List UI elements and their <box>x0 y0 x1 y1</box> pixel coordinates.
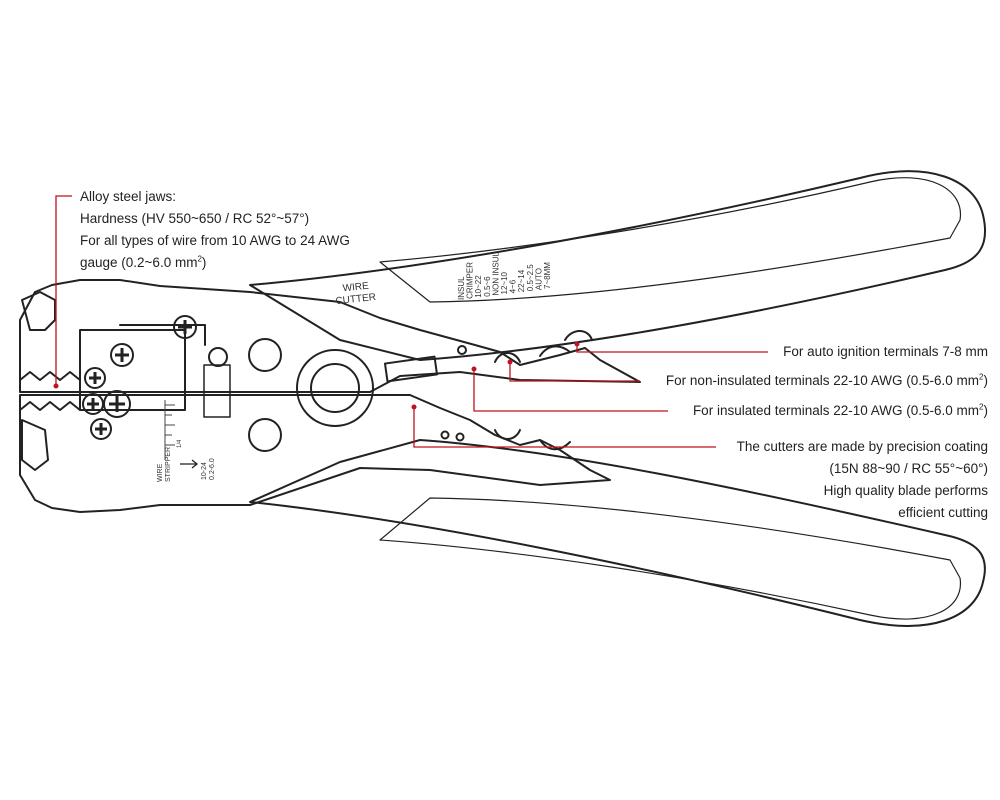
crimper-scale-text: AUTO <box>534 268 543 290</box>
wire-cutter-label: WIRE CUTTER <box>335 281 376 307</box>
crimper-scale-text: 7~8MM <box>543 262 552 289</box>
scale-mark: 1/4 <box>177 439 183 448</box>
stripper-arrow <box>180 459 199 469</box>
jaws-callout-line1: Alloy steel jaws: <box>80 189 177 204</box>
stripper-range-label: 10-24 0.2-6.0 <box>201 458 216 480</box>
crimper-scale-text: 22~14 <box>517 269 526 292</box>
cutters-callout-line4: efficient cutting <box>898 505 988 520</box>
crimper-scale-text: 0.5~6 <box>483 276 492 297</box>
wire-stripper-label: WIRE STRIPPER <box>157 447 172 482</box>
crimper-scale-text: 12~10 <box>500 271 509 294</box>
cutters-callout-line2: (15N 88~90 / RC 55°~60°) <box>829 461 988 476</box>
lower-handle <box>249 439 986 627</box>
svg-text:10-24: 10-24 <box>201 462 208 480</box>
upper-rivet <box>248 338 282 372</box>
leader-jaws <box>55 195 72 386</box>
upper-handle-groove <box>379 177 962 303</box>
small-hole-4 <box>455 432 465 442</box>
small-hole-2 <box>457 345 467 355</box>
screw-left <box>84 367 106 389</box>
insulated-callout: For insulated terminals 22-10 AWG (0.5-6… <box>692 402 988 418</box>
jaws-callout-line4: gauge (0.2~6.0 mm2) <box>80 254 207 270</box>
svg-text:CUTTER: CUTTER <box>335 292 376 307</box>
main-pivot-inner <box>310 363 360 413</box>
svg-text:WIRE: WIRE <box>342 281 369 295</box>
cutters-callout-line1: The cutters are made by precision coatin… <box>736 439 988 454</box>
screw-center <box>103 390 131 418</box>
lower-jaw-tip <box>21 419 49 471</box>
lower-rivet <box>248 418 282 452</box>
crimper-scale-text: NON INSUL <box>491 251 500 295</box>
stripper-scale <box>164 400 175 460</box>
blade-guard <box>383 355 439 383</box>
svg-text:STRIPPER: STRIPPER <box>165 447 172 482</box>
small-hole-3 <box>440 430 450 440</box>
screw-top <box>173 315 197 339</box>
crimper-scale-text: INSUL <box>457 276 466 300</box>
jaws-callout: Alloy steel jaws: Hardness (HV 550~650 /… <box>80 186 350 274</box>
crimp-notch-upper <box>494 330 593 363</box>
crimper-scale-text: 0.5~2.5 <box>526 264 535 291</box>
screw-bottom <box>90 418 112 440</box>
leader-non-insulated <box>509 362 640 382</box>
svg-text:0.2-6.0: 0.2-6.0 <box>209 458 216 480</box>
lower-head-plate <box>19 394 611 513</box>
crimper-scale-text: CRIMPER <box>466 262 475 299</box>
auto-callout: For auto ignition terminals 7-8 mm <box>783 344 988 359</box>
main-pivot <box>296 349 374 427</box>
upper-jaw-teeth <box>19 371 81 381</box>
upper-handle <box>249 170 987 361</box>
leader-auto <box>576 344 768 353</box>
jaws-callout-line2: Hardness (HV 550~650 / RC 52°~57°) <box>80 211 310 226</box>
stripper-frame <box>79 329 186 411</box>
non-insulated-callout: For non-insulated terminals 22-10 AWG (0… <box>665 372 988 388</box>
cutters-callout: The cutters are made by precision coatin… <box>737 436 988 524</box>
leader-cutters <box>413 407 716 448</box>
screw-mid <box>110 343 134 367</box>
upper-head-plate <box>19 279 641 393</box>
svg-text:WIRE: WIRE <box>157 463 164 482</box>
leader-insulated <box>473 369 668 412</box>
crimper-scale-text: 10~22 <box>474 275 483 298</box>
crimper-scale-text: 4~6 <box>509 279 518 293</box>
lower-handle-groove <box>379 497 962 620</box>
small-hole-1 <box>208 347 228 367</box>
jaw-tip <box>21 291 56 331</box>
jaws-callout-line3: For all types of wire from 10 AWG to 24 … <box>80 233 350 248</box>
cutters-callout-line3: High quality blade performs <box>823 483 988 498</box>
crimp-notch-lower <box>494 429 571 451</box>
lower-jaw-teeth <box>19 401 81 411</box>
